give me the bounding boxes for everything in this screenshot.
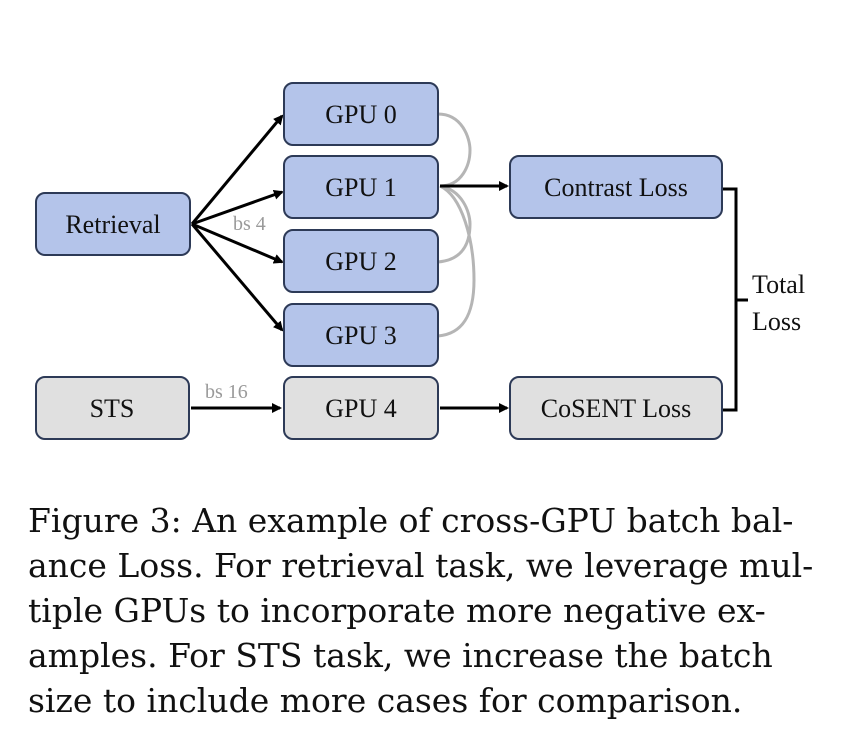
gpu4-label: GPU 4 xyxy=(325,394,397,423)
total-loss-label-line2: Loss xyxy=(752,307,801,336)
gpu3-node: GPU 3 xyxy=(283,303,439,367)
contrast-loss-node: Contrast Loss xyxy=(509,155,723,219)
gpu1-label: GPU 1 xyxy=(325,173,397,202)
retrieval-node: Retrieval xyxy=(35,192,191,256)
gpu0-gpu1-link xyxy=(437,112,472,188)
arrow-retrieval-gpu1 xyxy=(191,189,284,226)
total-loss-label-line1: Total xyxy=(752,270,805,299)
caption-line-1: Figure 3: An example of cross-GPU batch … xyxy=(28,501,794,540)
sts-node: STS xyxy=(35,376,190,440)
arrow-retrieval-gpu3 xyxy=(190,223,284,332)
gpu0-label: GPU 0 xyxy=(325,100,397,129)
caption-line-2: ance Loss. For retrieval task, we levera… xyxy=(28,546,814,585)
gpu4-node: GPU 4 xyxy=(283,376,439,440)
sts-batch-size-label: bs 16 xyxy=(205,381,248,403)
gpu0-node: GPU 0 xyxy=(283,82,439,146)
gpu-link-curves xyxy=(437,112,476,338)
arrow-retrieval-gpu2 xyxy=(191,222,284,264)
retrieval-arrows xyxy=(190,114,284,332)
gpu2-label: GPU 2 xyxy=(325,247,397,276)
total-loss-bracket xyxy=(723,187,748,412)
retrieval-label: Retrieval xyxy=(65,210,160,239)
contrast-loss-label: Contrast Loss xyxy=(544,173,688,202)
gpu3-label: GPU 3 xyxy=(325,321,397,350)
gpu1-gpu2-link xyxy=(437,184,472,264)
gpu1-gpu3-link xyxy=(437,184,476,338)
gpu1-node: GPU 1 xyxy=(283,155,439,219)
cosent-loss-label: CoSENT Loss xyxy=(541,394,692,423)
sts-label: STS xyxy=(90,394,135,423)
arrow-retrieval-gpu0 xyxy=(190,114,284,225)
cosent-loss-node: CoSENT Loss xyxy=(509,376,723,440)
retrieval-batch-size-label: bs 4 xyxy=(233,213,266,235)
batch-balance-diagram: bs 4 bs 16 Retrieval STS GPU 0 GPU 1 GPU… xyxy=(35,82,805,440)
caption-line-4: amples. For STS task, we increase the ba… xyxy=(28,636,773,675)
figure-caption: Figure 3: An example of cross-GPU batch … xyxy=(28,498,828,723)
caption-line-3: tiple GPUs to incorporate more negative … xyxy=(28,591,766,630)
caption-line-5: size to include more cases for compariso… xyxy=(28,681,743,720)
gpu2-node: GPU 2 xyxy=(283,229,439,293)
